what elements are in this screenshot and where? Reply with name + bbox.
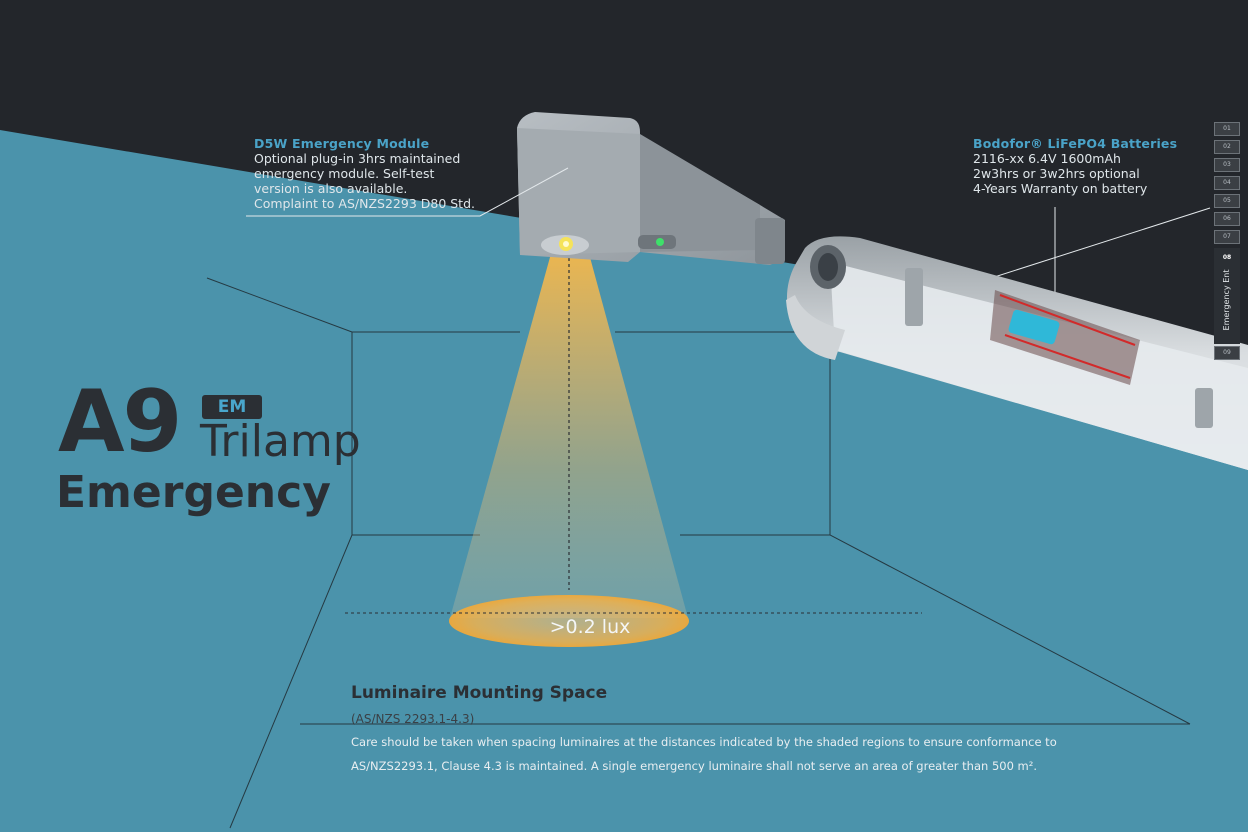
module-callout-line: Optional plug-in 3hrs maintained [254, 151, 461, 166]
product-subtitle: Emergency [56, 467, 331, 518]
product-name: Trilamp [200, 416, 361, 467]
battery-callout-line: 2w3hrs or 3w2hrs optional [973, 166, 1140, 181]
emergency-module [517, 112, 785, 265]
mounting-description-line: Care should be taken when spacing lumina… [351, 735, 1057, 749]
em-badge: EM [202, 395, 262, 419]
lux-label: >0.2 lux [549, 616, 631, 638]
module-leader-line [246, 167, 569, 217]
nav-tab-08-active[interactable]: 08 Emergency Ent [1214, 248, 1240, 344]
battery-callout: Bodofor® LiFePO4 Batteries 2116-xx 6.4V … [973, 136, 1203, 196]
battery-callout-title: Bodofor® LiFePO4 Batteries [973, 136, 1178, 151]
light-pool [449, 595, 689, 647]
trilamp-luminaire [786, 236, 1248, 470]
nav-active-number: 08 [1222, 254, 1232, 261]
battery-callout-line: 4-Years Warranty on battery [973, 181, 1148, 196]
nav-tab-01[interactable]: 01 [1214, 122, 1240, 136]
mounting-description-line: AS/NZS2293.1, Clause 4.3 is maintained. … [351, 759, 1038, 773]
module-callout: D5W Emergency Module Optional plug-in 3h… [254, 136, 504, 211]
module-callout-line: emergency module. Self-test [254, 166, 435, 181]
product-model: A9 [58, 372, 182, 472]
nav-tab-09[interactable]: 09 [1214, 346, 1240, 360]
module-callout-line: version is also available. [254, 181, 408, 196]
nav-active-label: Emergency Ent [1222, 269, 1231, 331]
nav-tab-02[interactable]: 02 [1214, 140, 1240, 154]
nav-tab-07[interactable]: 07 [1214, 230, 1240, 244]
room-wireframe [206, 277, 1191, 829]
battery-leader-line-2 [984, 207, 1211, 281]
nav-tab-05[interactable]: 05 [1214, 194, 1240, 208]
battery-callout-line: 2116-xx 6.4V 1600mAh [973, 151, 1121, 166]
mounting-title: Luminaire Mounting Space [351, 683, 608, 703]
nav-tab-06[interactable]: 06 [1214, 212, 1240, 226]
mounting-standard: (AS/NZS 2293.1-4.3) [351, 712, 475, 726]
module-callout-title: D5W Emergency Module [254, 136, 430, 151]
module-callout-line: Complaint to AS/NZS2293 D80 Std. [254, 196, 475, 211]
nav-tab-04[interactable]: 04 [1214, 176, 1240, 190]
nav-tab-03[interactable]: 03 [1214, 158, 1240, 172]
